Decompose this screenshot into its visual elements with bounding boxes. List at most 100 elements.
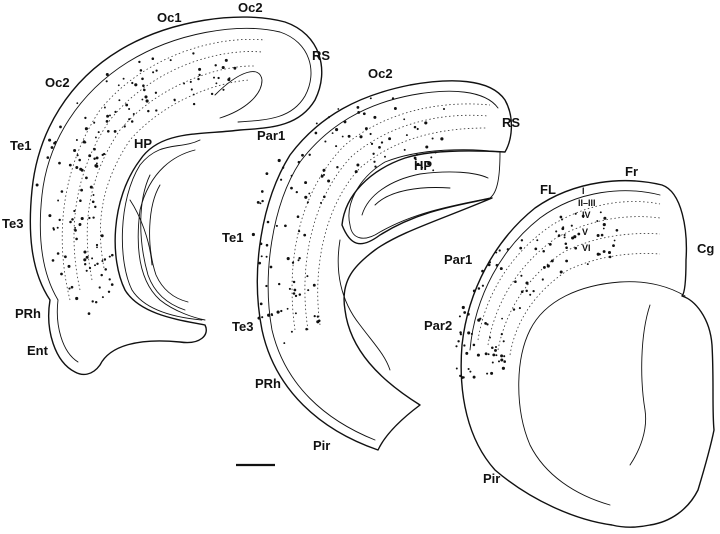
labelled-cell-dot xyxy=(586,263,589,266)
labelled-cell-dot xyxy=(88,216,91,220)
labelled-cell-dot xyxy=(100,273,103,277)
labelled-cell-dot xyxy=(56,226,59,229)
labelled-cell-dot xyxy=(93,121,96,124)
labelled-cell-dot xyxy=(277,158,281,163)
labelled-cell-dot xyxy=(35,183,39,187)
labelled-cell-dot xyxy=(570,224,573,227)
label-par1-right: Par1 xyxy=(444,252,472,267)
labelled-cell-dot xyxy=(487,353,490,356)
labelled-cell-dot xyxy=(192,102,196,106)
labelled-cell-dot xyxy=(459,331,462,334)
labelled-cell-dot xyxy=(92,216,95,219)
labelled-cell-dot xyxy=(322,195,326,199)
labelled-cell-dot xyxy=(117,84,120,87)
labelled-cell-dot xyxy=(303,233,307,237)
labelled-cell-dot xyxy=(286,307,289,310)
labelled-cell-dot xyxy=(109,114,111,117)
labelled-cell-dot xyxy=(278,282,281,286)
labelled-cell-dot xyxy=(73,148,77,153)
labelled-cell-dot xyxy=(327,179,331,183)
left-hippocampus-outer xyxy=(121,139,203,321)
labelled-cell-dot xyxy=(80,216,84,221)
labelled-cell-dot xyxy=(425,145,429,149)
labelled-cell-dot xyxy=(221,65,225,70)
right-layer-line-3 xyxy=(497,233,661,351)
labelled-cell-dot xyxy=(469,370,472,373)
labelled-cell-dot xyxy=(256,200,260,204)
labelled-cell-dot xyxy=(500,354,504,358)
labelled-cell-dot xyxy=(416,162,420,166)
labelled-cell-dot xyxy=(114,110,117,114)
left-cell-dots xyxy=(35,52,237,315)
label-oc2-top: Oc2 xyxy=(238,0,263,15)
labelled-cell-dot xyxy=(58,218,61,222)
labelled-cell-dot xyxy=(98,286,101,289)
labelled-cell-dot xyxy=(600,233,604,237)
labelled-cell-dot xyxy=(534,247,538,251)
labelled-cell-dot xyxy=(141,77,144,81)
labelled-cell-dot xyxy=(267,313,271,317)
middle-section-outline xyxy=(256,80,513,451)
labelled-cell-dot xyxy=(294,312,297,315)
label-te3-left: Te3 xyxy=(2,216,23,231)
labelled-cell-dot xyxy=(495,354,498,357)
label-fl: FL xyxy=(540,182,556,197)
labelled-cell-dot xyxy=(92,194,95,196)
labelled-cell-dot xyxy=(288,287,291,290)
labelled-cell-dot xyxy=(110,283,114,286)
labelled-cell-dot xyxy=(565,246,568,249)
labelled-cell-dot xyxy=(393,107,397,110)
labelled-cell-dot xyxy=(261,199,264,203)
labelled-cell-dot xyxy=(391,97,395,100)
labelled-cell-dot xyxy=(183,82,186,85)
labelled-cell-dot xyxy=(608,255,612,259)
labelled-cell-dot xyxy=(416,127,419,131)
left-section: Oc1 Oc2 RS Oc2 Te1 HP Te3 PRh Ent xyxy=(2,0,330,376)
labelled-cell-dot xyxy=(491,346,494,350)
middle-layer-line-2 xyxy=(304,114,489,331)
labelled-cell-dot xyxy=(306,275,309,278)
left-hp-inner-2 xyxy=(140,174,186,311)
labelled-cell-dot xyxy=(304,195,308,199)
labelled-cell-dot xyxy=(532,289,535,293)
labelled-cell-dot xyxy=(322,168,326,172)
labelled-cell-dot xyxy=(265,172,269,176)
labelled-cell-dot xyxy=(113,130,117,133)
labelled-cell-dot xyxy=(320,201,322,204)
labelled-cell-dot xyxy=(322,173,326,176)
labelled-cell-dot xyxy=(455,345,458,348)
labelled-cell-dot xyxy=(341,135,344,138)
labelled-cell-dot xyxy=(596,234,600,237)
labelled-cell-dot xyxy=(68,163,72,167)
labelled-cell-dot xyxy=(97,131,100,134)
labelled-cell-dot xyxy=(470,332,473,336)
labelled-cell-dot xyxy=(563,236,566,239)
labelled-cell-dot xyxy=(294,294,298,298)
labelled-cell-dot xyxy=(301,153,304,157)
labelled-cell-dot xyxy=(519,246,523,250)
labelled-cell-dot xyxy=(51,259,55,262)
labelled-cell-dot xyxy=(316,320,320,324)
labelled-cell-dot xyxy=(69,220,72,224)
labelled-cell-dot xyxy=(275,224,278,227)
labelled-cell-dot xyxy=(577,232,581,236)
labelled-cell-dot xyxy=(308,192,311,195)
labelled-cell-dot xyxy=(293,288,297,292)
labelled-cell-dot xyxy=(107,290,111,294)
labelled-cell-dot xyxy=(495,263,499,267)
labelled-cell-dot xyxy=(520,274,523,277)
labelled-cell-dot xyxy=(83,258,87,262)
labelled-cell-dot xyxy=(104,268,107,271)
labelled-cell-dot xyxy=(141,98,144,101)
labelled-cell-dot xyxy=(257,316,261,320)
labelled-cell-dot xyxy=(280,178,283,181)
labelled-cell-dot xyxy=(388,137,392,141)
labelled-cell-dot xyxy=(574,246,578,250)
labelled-cell-dot xyxy=(403,118,406,121)
labelled-cell-dot xyxy=(265,284,268,288)
labelled-cell-dot xyxy=(91,300,94,303)
labelled-cell-dot xyxy=(155,69,158,72)
labelled-cell-dot xyxy=(472,289,476,293)
label-te3-middle: Te3 xyxy=(232,319,253,334)
layer-label-ii-iii: II–III xyxy=(578,198,596,208)
